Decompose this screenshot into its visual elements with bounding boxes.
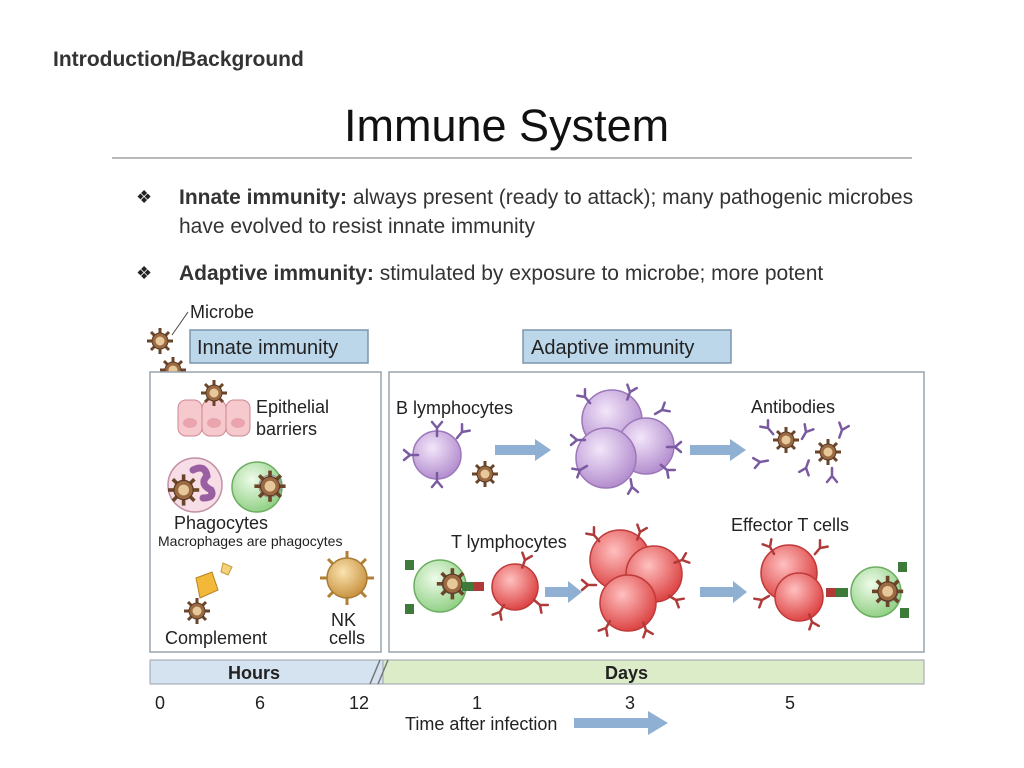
nk-label-line1: NK bbox=[331, 610, 356, 630]
bullet-description: always present (ready to attack); many p… bbox=[179, 186, 914, 238]
adaptive-header-box bbox=[522, 329, 732, 364]
bullet-marker-icon: ❖ bbox=[136, 263, 153, 283]
antigen-presenting-cell-icon bbox=[405, 559, 484, 614]
tick-label: 5 bbox=[785, 693, 795, 713]
bullet-description: stimulated by exposure to microbe; more … bbox=[373, 262, 824, 285]
b-cell-icon bbox=[402, 420, 471, 489]
tick-label: 1 bbox=[472, 693, 482, 713]
tick-label: 6 bbox=[255, 693, 265, 713]
effector-t-cells-label: Effector T cells bbox=[731, 515, 849, 535]
timeline-break bbox=[377, 659, 389, 685]
section-label: Introduction/Background bbox=[53, 48, 304, 71]
days-bar bbox=[382, 659, 925, 685]
arrow-icon bbox=[690, 439, 746, 461]
time-axis-label: Time after infection bbox=[405, 714, 557, 734]
epithelial-label-line2: barriers bbox=[256, 419, 317, 439]
slide-title: Immune System bbox=[344, 100, 670, 151]
microbe-icon bbox=[145, 326, 175, 356]
epithelial-label-line1: Epithelial bbox=[256, 397, 329, 417]
nk-label-line2: cells bbox=[329, 628, 365, 648]
effector-t-cells-icon bbox=[753, 538, 848, 631]
tick-label: 3 bbox=[625, 693, 635, 713]
arrow-icon bbox=[700, 581, 747, 603]
bullet-text: Adaptive immunity: stimulated by exposur… bbox=[179, 259, 939, 288]
t-cell-cluster-icon bbox=[580, 523, 691, 639]
epithelial-cells-icon bbox=[177, 399, 251, 437]
timeline-break bbox=[369, 659, 381, 685]
innate-header-box bbox=[189, 329, 369, 364]
neutrophil-icon bbox=[166, 457, 223, 513]
phagocytes-label: Phagocytes bbox=[174, 513, 268, 533]
arrow-icon bbox=[545, 581, 582, 603]
tick-label: 12 bbox=[349, 693, 369, 713]
nk-cell-icon bbox=[320, 551, 374, 605]
b-cell-cluster-icon bbox=[569, 383, 683, 496]
antibodies-label: Antibodies bbox=[751, 397, 835, 417]
macrophage-icon bbox=[231, 461, 288, 513]
innate-header: Innate immunity bbox=[197, 337, 338, 359]
microbe-pointer bbox=[171, 311, 189, 336]
b-lymphocytes-label: B lymphocytes bbox=[396, 398, 513, 418]
complement-icon bbox=[195, 562, 233, 599]
title-divider bbox=[112, 157, 912, 159]
days-label: Days bbox=[605, 663, 648, 683]
bullet-term: Innate immunity: bbox=[179, 186, 348, 209]
complement-label: Complement bbox=[165, 628, 267, 648]
adaptive-header: Adaptive immunity bbox=[531, 337, 694, 359]
bullet-term: Adaptive immunity: bbox=[179, 262, 374, 285]
time-arrow-icon bbox=[574, 711, 668, 735]
microbe-label: Microbe bbox=[190, 302, 254, 322]
target-cell-icon bbox=[850, 562, 909, 618]
tick-label: 0 bbox=[155, 693, 165, 713]
arrow-icon bbox=[495, 439, 551, 461]
macrophage-note: Macrophages are phagocytes bbox=[158, 533, 342, 549]
bullet-text: Innate immunity: always present (ready t… bbox=[179, 183, 939, 241]
t-cell-icon bbox=[491, 551, 550, 621]
bullet-marker-icon: ❖ bbox=[136, 187, 153, 207]
hours-label: Hours bbox=[228, 663, 280, 683]
t-lymphocytes-label: T lymphocytes bbox=[451, 532, 567, 552]
